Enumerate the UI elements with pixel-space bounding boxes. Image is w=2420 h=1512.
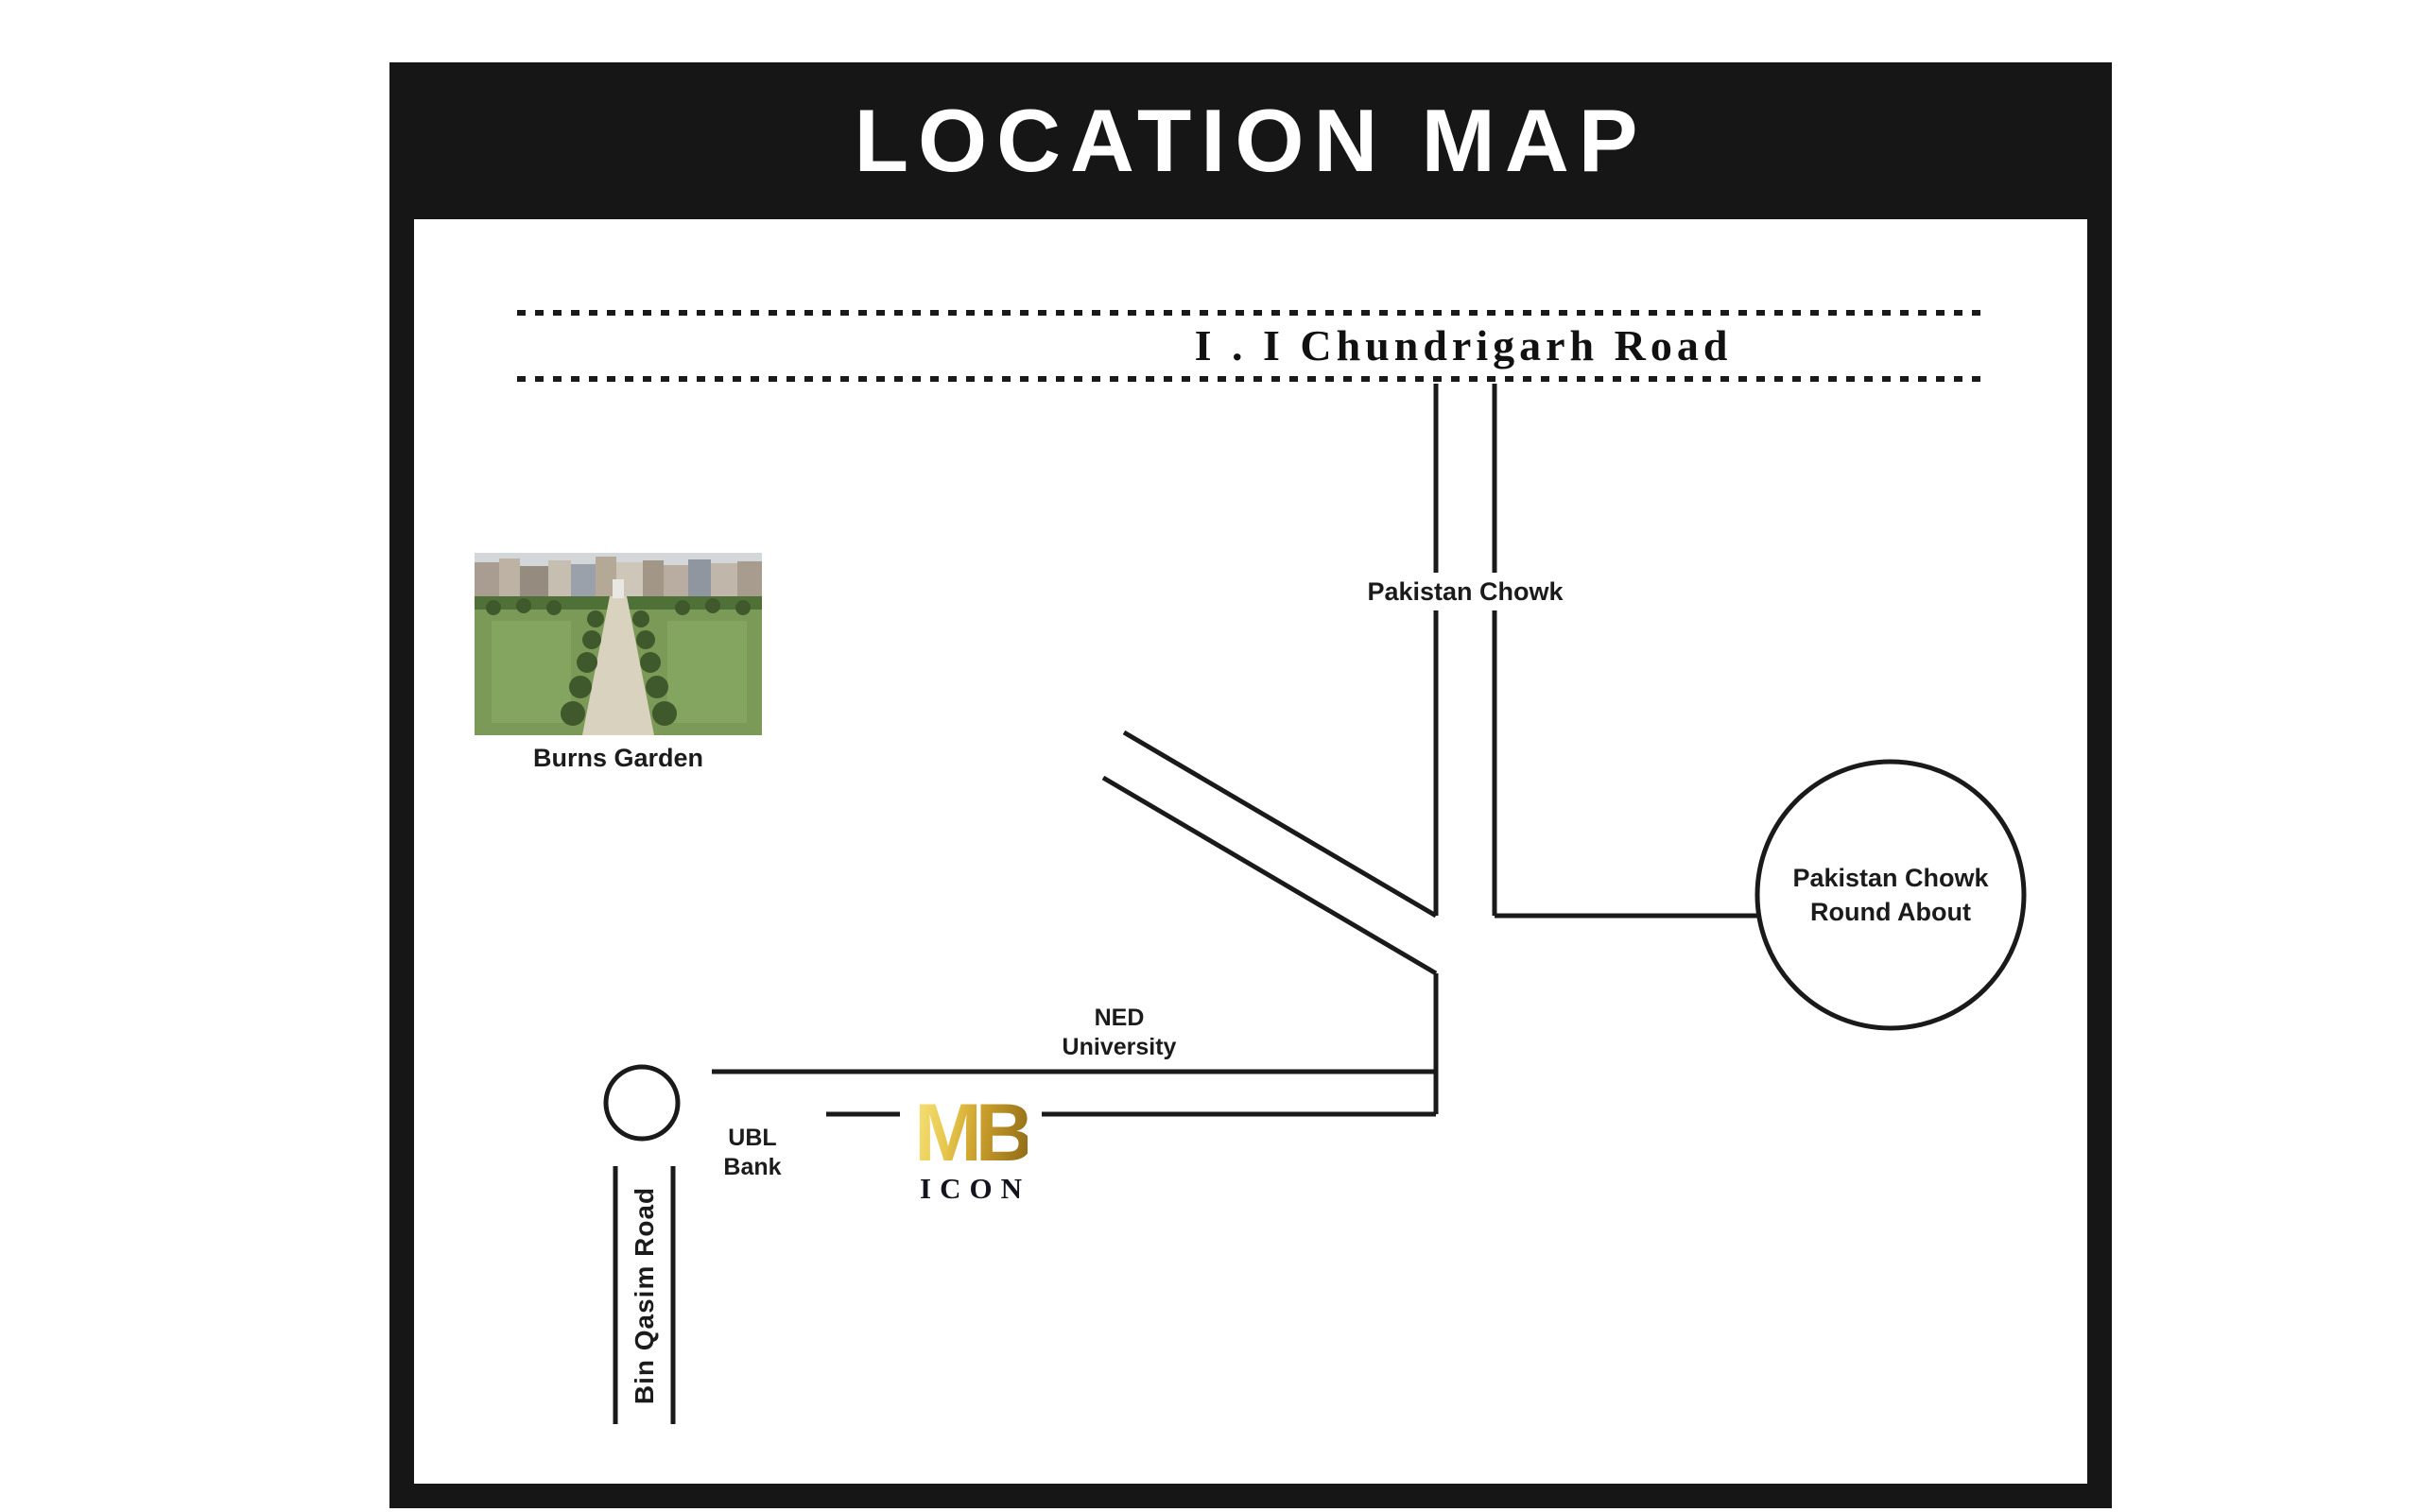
tree-rows: [486, 598, 751, 726]
page-title: LOCATION MAP: [854, 91, 1648, 190]
location-map-frame: LOCATION MAP: [389, 62, 2112, 1508]
ned-label-line2: University: [1062, 1034, 1177, 1060]
ned-road-lines: [712, 1069, 1436, 1117]
ubl-label-line1: UBL: [728, 1125, 777, 1151]
mb-logo-monogram: MB: [914, 1088, 1034, 1178]
ubl-bank-label: UBL Bank: [723, 1124, 781, 1182]
burns-garden-photo: [475, 553, 762, 735]
map-canvas: Burns Garden I . I Chundrigarh Road Paki…: [414, 219, 2087, 1484]
map-header: LOCATION MAP: [389, 62, 2112, 219]
pakistan-chowk-label: Pakistan Chowk: [1356, 573, 1575, 610]
ned-label-line1: NED: [1094, 1005, 1145, 1031]
bin-qasim-road-lines: [613, 1166, 676, 1424]
pakistan-chowk-roundabout-label: Pakistan Chowk Round About: [1792, 861, 1988, 929]
skyline-buildings: [475, 557, 762, 598]
burns-garden-caption: Burns Garden: [532, 744, 704, 772]
ned-university-label: NED University: [1063, 1004, 1177, 1062]
mb-logo-name: ICON: [920, 1172, 1030, 1205]
bin-qasim-road-label: Bin Qasim Road: [630, 1186, 659, 1405]
pakistan-chowk-roundabout-circle: [1754, 759, 2027, 1031]
ubl-roundabout-circle: [603, 1064, 681, 1142]
chundrigarh-road-label: I . I Chundrigarh Road: [1194, 321, 1733, 369]
roundabout-label-line2: Round About: [1810, 898, 1971, 926]
roundabout-label-line1: Pakistan Chowk: [1792, 864, 1989, 892]
mb-icon-logo: MB ICON: [900, 1088, 1042, 1208]
ubl-label-line2: Bank: [723, 1154, 782, 1180]
diagonal-road-lines: [1101, 730, 1439, 1114]
burns-garden-photo-art: [475, 553, 762, 735]
pakistan-chowk-road-lines: [1433, 384, 1759, 919]
roads-svg: [517, 310, 2027, 1424]
